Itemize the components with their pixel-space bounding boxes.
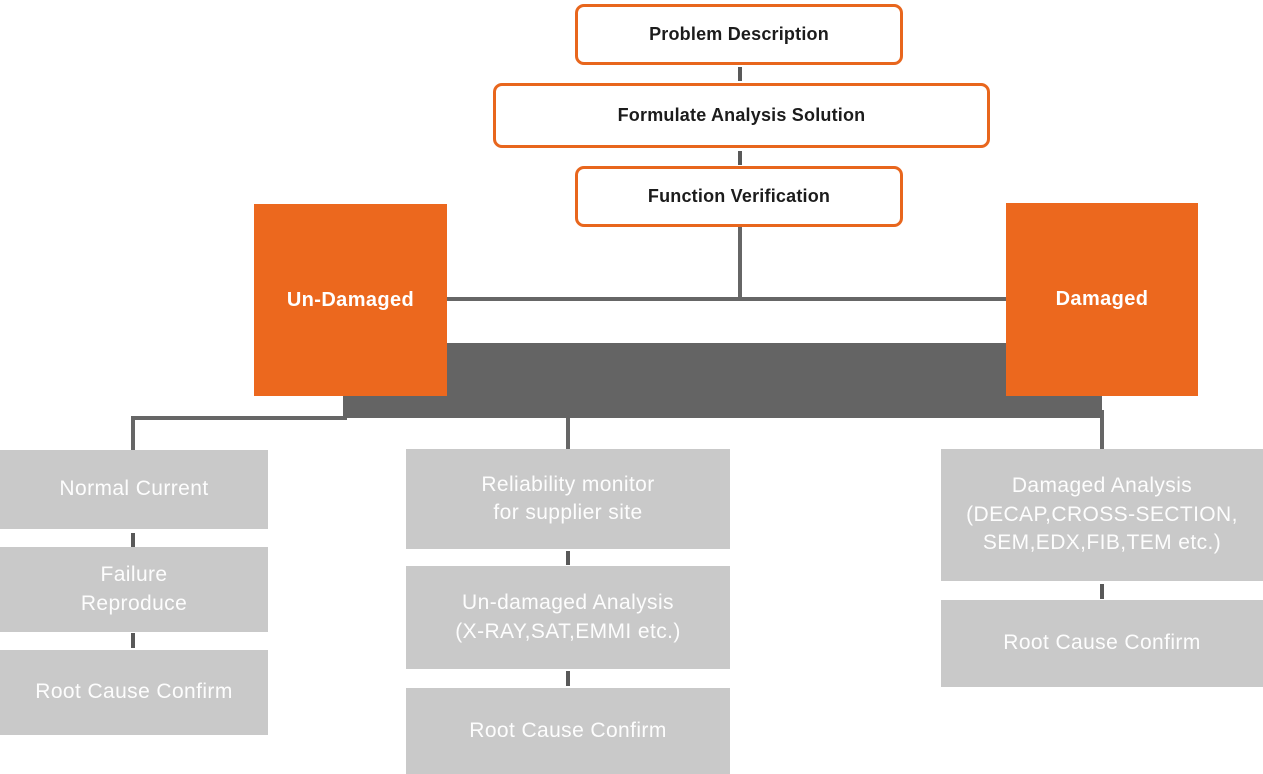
task-box-failure-reproduce: Failure Reproduce [0,547,268,632]
step-label: Function Verification [647,186,831,206]
connector-dash [738,151,742,165]
connector-line-right-drop [1100,410,1104,450]
task-label: Un-damaged Analysis (X-RAY,SAT,EMMI etc.… [455,591,681,643]
task-label: Failure Reproduce [80,563,188,615]
step-formulate-analysis-solution: Formulate Analysis Solution [493,83,990,148]
branch-label: Un-Damaged [286,288,415,311]
task-label: Root Cause Confirm [1003,631,1201,655]
connector-dash [566,551,570,565]
task-box-normal-current: Normal Current [0,450,268,529]
connector-dash [566,671,570,686]
task-box-reliability-monitor: Reliability monitor for supplier site [406,449,730,549]
task-box-undamaged-analysis: Un-damaged Analysis (X-RAY,SAT,EMMI etc.… [406,566,730,669]
task-label: Root Cause Confirm [469,718,667,742]
step-label: Formulate Analysis Solution [617,105,866,125]
task-box-root-cause-confirm-middle: Root Cause Confirm [406,688,730,774]
task-label: Reliability monitor for supplier site [481,472,655,524]
connector-dash [738,67,742,81]
step-label: Problem Description [649,24,829,44]
divider-bar [343,343,1102,418]
branch-box-undamaged: Un-Damaged [254,204,447,396]
step-function-verification: Function Verification [575,166,903,227]
task-label: Damaged Analysis (DECAP,CROSS-SECTION, S… [966,474,1238,555]
task-box-root-cause-confirm-right: Root Cause Confirm [941,600,1263,687]
connector-line-left-rail [131,416,347,420]
connector-line-left-drop [131,416,135,451]
branch-box-damaged: Damaged [1006,203,1198,396]
connector-line-branch-rail [447,297,1006,301]
connector-line-vertical [738,226,742,300]
branch-label: Damaged [1055,288,1149,310]
task-label: Normal Current [59,477,209,501]
task-label: Root Cause Confirm [35,680,233,704]
connector-dash [1100,584,1104,599]
task-box-root-cause-confirm-left: Root Cause Confirm [0,650,268,735]
connector-line-middle-drop [566,410,570,450]
step-problem-description: Problem Description [575,4,903,65]
task-box-damaged-analysis: Damaged Analysis (DECAP,CROSS-SECTION, S… [941,449,1263,581]
connector-dash [131,533,135,547]
connector-dash [131,633,135,648]
